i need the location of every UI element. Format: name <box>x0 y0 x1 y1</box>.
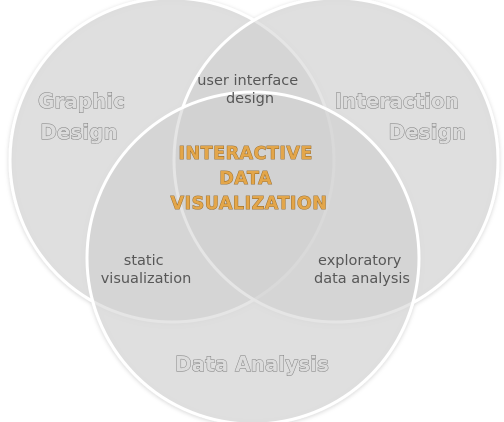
static-visualization-label-line-1: static <box>124 253 164 269</box>
exploratory-data-analysis-label: exploratory data analysis <box>314 253 410 287</box>
interactive-data-visualization-label: INTERACTIVE DATA VISUALIZATION <box>171 144 328 214</box>
center-label-line-1: INTERACTIVE <box>179 144 313 164</box>
user-interface-design-label-line-2: design <box>226 91 274 107</box>
data-analysis-label: Data Analysis <box>175 352 329 376</box>
center-label-line-2: DATA <box>219 169 272 189</box>
exploratory-data-analysis-label-line-2: data analysis <box>314 271 410 287</box>
graphic-design-label: Graphic Design <box>38 89 132 144</box>
graphic-design-label-line-2: Design <box>40 120 117 144</box>
interaction-design-label-line-1: Interaction <box>335 89 459 113</box>
exploratory-data-analysis-label-line-1: exploratory <box>318 253 402 269</box>
interaction-design-label: Interaction Design <box>335 89 466 144</box>
interaction-design-label-line-2: Design <box>389 120 466 144</box>
center-label-line-3: VISUALIZATION <box>171 194 328 214</box>
graphic-design-label-line-1: Graphic <box>38 89 125 113</box>
user-interface-design-label-line-1: user interface <box>197 73 298 89</box>
static-visualization-label: static visualization <box>101 253 192 287</box>
user-interface-design-label: user interface design <box>197 73 303 107</box>
data-analysis-circle <box>85 90 421 422</box>
static-visualization-label-line-2: visualization <box>101 271 192 287</box>
